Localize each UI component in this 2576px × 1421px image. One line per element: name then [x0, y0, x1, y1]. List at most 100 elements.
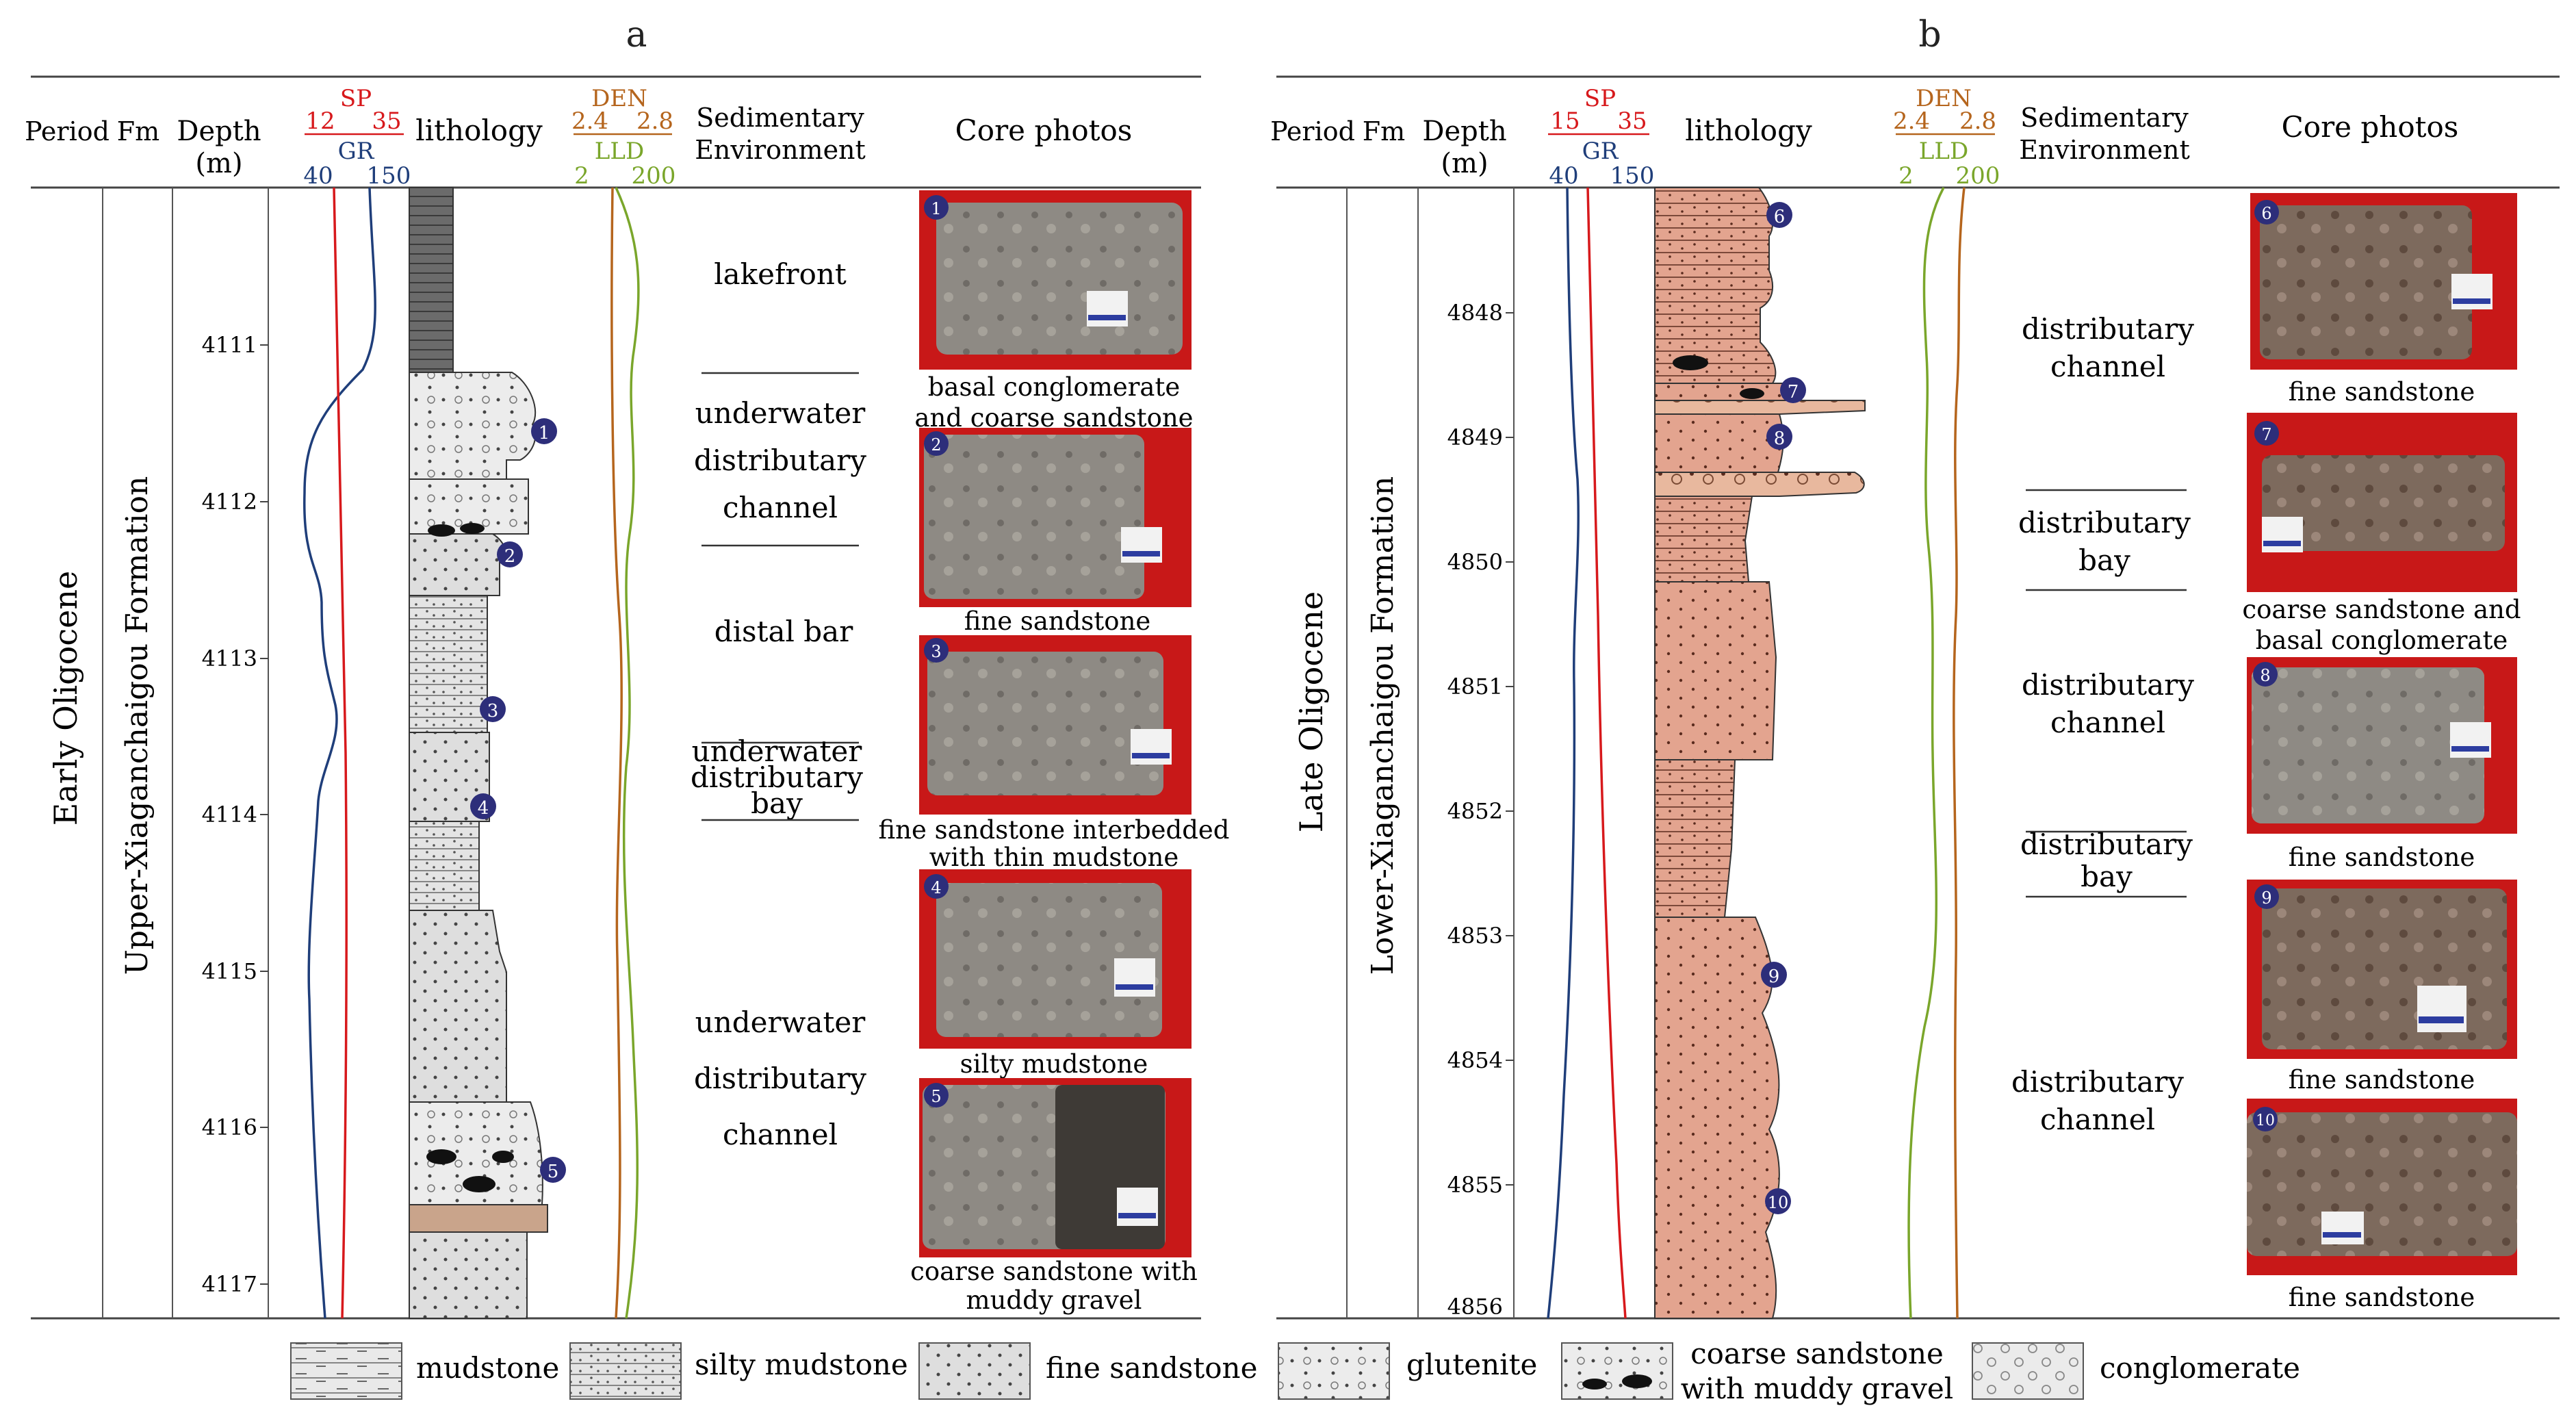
environment-label: distributary: [2022, 312, 2194, 346]
lithology-header: lithology: [415, 114, 543, 147]
fm-header: Fm: [117, 116, 159, 146]
core-photo: 3: [919, 635, 1192, 815]
sample-marker: [497, 541, 523, 567]
litho-silty-interbed: [409, 595, 488, 733]
depth-tick-label: 4116: [202, 1114, 257, 1140]
photo-caption: fine sandstone: [2289, 1065, 2475, 1094]
litho-fine-sandstone: [1654, 187, 1777, 384]
lld-header: LLD: [1919, 138, 1968, 165]
mud-gravel-clast: [426, 1149, 456, 1164]
den-curve: [610, 187, 623, 1319]
litho-muddy-layer: [409, 1204, 548, 1233]
litho-silty-mudstone: [409, 821, 480, 911]
den-min: 2.4: [1893, 107, 1930, 135]
sample-marker: [531, 418, 557, 444]
den-header: DEN: [591, 85, 647, 112]
litho-conglomerate: [1654, 472, 1865, 497]
legend-swatch-fine-sandstone: [918, 1342, 1031, 1400]
core-photo: 7: [2247, 413, 2517, 592]
legend-swatch-conglomerate: [1972, 1342, 2084, 1400]
panel-b: Period Fm Depth (m) SP 15 35 GR 40 150 l…: [1270, 75, 2560, 1320]
svg-text:4: 4: [931, 878, 941, 897]
litho-fine-sandstone: [1654, 413, 1784, 473]
sample-markers-b: 6 7 8 9 10: [1761, 202, 1806, 1214]
legend: mudstone silty mudstone fine sandstone g…: [290, 1337, 2300, 1405]
environment-label: channel: [2050, 706, 2165, 739]
svg-text:9: 9: [2261, 888, 2271, 908]
legend-clast: [1622, 1374, 1652, 1388]
legend-swatch-mudstone: [290, 1342, 402, 1400]
depth-tick-label: 4112: [202, 489, 257, 515]
sample-marker-num: 9: [1768, 966, 1780, 987]
photo-caption: fine sandstone: [2289, 1283, 2475, 1312]
sample-marker: [1766, 202, 1792, 228]
depth-tick-label: 4113: [202, 645, 257, 671]
depth-tick-label: 4853: [1447, 923, 1503, 949]
lld-curve: [1907, 187, 1945, 1319]
lld-max: 200: [632, 162, 676, 190]
core-photos-a: 1 basal conglomerate and coarse sandston…: [879, 190, 1230, 1315]
environment-label: distributary: [2022, 668, 2194, 702]
sp-header: SP: [340, 85, 372, 112]
environment-label: bay: [2081, 860, 2133, 893]
core-photos-header: Core photos: [2282, 110, 2459, 144]
environments-b: distributary channel distributary bay di…: [2011, 312, 2194, 1136]
sp-min: 12: [305, 107, 335, 135]
core-photos-b: 6 fine sandstone 7 coarse sandstone and …: [2242, 193, 2521, 1312]
litho-mudstone-dark: [409, 187, 454, 373]
legend-swatch-glutenite: [1278, 1342, 1390, 1400]
photo-caption: muddy gravel: [966, 1285, 1142, 1315]
photo-caption: fine sandstone: [964, 606, 1151, 636]
panel-a: Period Fm Depth (m) SP 12 35 GR 40 150 l…: [25, 75, 1230, 1320]
depth-tick-label: 4115: [202, 958, 257, 984]
sample-marker: [1766, 424, 1792, 450]
sp-curve: [333, 187, 348, 1319]
litho-fine-sandstone: [1654, 917, 1780, 1319]
litho-silty-mudstone: [1654, 759, 1736, 918]
sample-marker-num: 10: [1768, 1193, 1789, 1212]
period-header: Period: [25, 116, 110, 146]
depth-unit: (m): [195, 148, 242, 179]
core-photo: 5: [919, 1078, 1192, 1257]
sed-env-header-2: Environment: [2019, 135, 2190, 165]
den-max: 2.8: [1959, 107, 1996, 135]
lld-max: 200: [1956, 162, 2000, 190]
environment-label: distributary: [691, 760, 863, 794]
depth-tick-label: 4849: [1447, 424, 1503, 450]
photo-caption: and coarse sandstone: [914, 403, 1193, 433]
depth-tick-label: 4855: [1447, 1172, 1503, 1198]
photo-caption: silty mudstone: [960, 1049, 1148, 1079]
legend-swatch-coarse-sandstone: [1561, 1342, 1673, 1400]
environment-label: bay: [751, 786, 803, 820]
lld-min: 2: [574, 162, 589, 190]
sed-env-header-1: Sedimentary: [696, 103, 864, 133]
core-photo: 9: [2247, 880, 2517, 1059]
legend-swatch-silty-mudstone: [569, 1342, 682, 1400]
period-header: Period: [1270, 116, 1355, 146]
gr-header: GR: [338, 138, 375, 165]
legend-clast: [1582, 1379, 1607, 1390]
environment-label: distributary: [2018, 506, 2191, 539]
svg-text:6: 6: [2261, 204, 2271, 223]
environment-label: channel: [723, 1118, 838, 1151]
depth-header: Depth: [1422, 116, 1506, 147]
sample-marker-num: 5: [548, 1162, 559, 1182]
environment-label: channel: [2050, 350, 2165, 383]
panel-a-label: a: [626, 14, 647, 55]
litho-coarse-sandstone: [409, 1231, 528, 1319]
den-min: 2.4: [571, 107, 608, 135]
sample-marker: [470, 793, 496, 819]
den-max: 2.8: [636, 107, 673, 135]
photo-caption: fine sandstone: [2289, 843, 2475, 872]
sed-env-header-2: Environment: [695, 135, 866, 165]
lld-header: LLD: [595, 138, 644, 165]
sp-min: 15: [1550, 107, 1580, 135]
depth-tick-label: 4111: [202, 332, 257, 358]
lld-curve: [615, 187, 640, 1319]
svg-text:5: 5: [931, 1087, 941, 1106]
depth-tick-label: 4854: [1447, 1047, 1503, 1073]
svg-text:2: 2: [931, 435, 941, 455]
legend-label: mudstone: [416, 1351, 559, 1385]
legend-label: silty mudstone: [695, 1348, 908, 1381]
photo-caption: coarse sandstone and: [2242, 595, 2521, 624]
